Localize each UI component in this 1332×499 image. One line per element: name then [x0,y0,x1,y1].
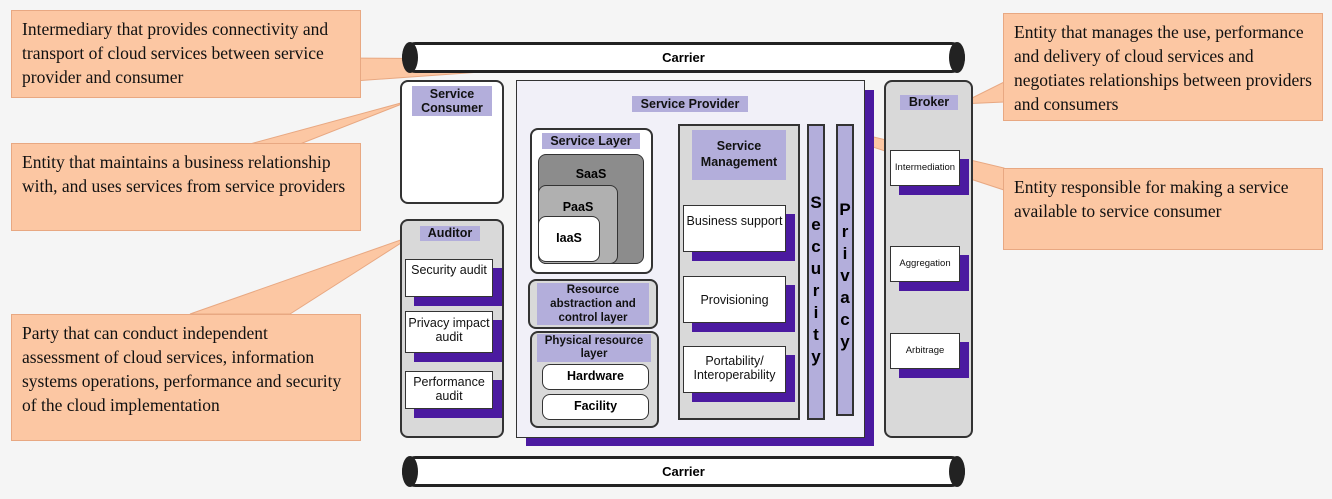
security-letter: r [812,281,820,300]
carrier-bottom: Carrier [402,456,965,487]
security-letter: y [811,347,821,366]
resource-abstraction-title: Resource abstraction and control layer [537,283,649,325]
carrier-callout: Intermediary that provides connectivity … [11,10,361,98]
carrier-bottom-left-cap [402,456,418,487]
security-bar: S e c u r i t y [807,124,825,420]
carrier-top-right-cap [949,42,965,73]
service-provider-title: Service Provider [632,96,748,112]
security-letter: S [810,193,822,212]
carrier-bottom-label: Carrier [662,464,705,479]
business-support-item: Business support [683,205,786,252]
consumer-connector [249,99,413,145]
privacy-letter: v [840,266,850,285]
performance-audit: Performance audit [405,371,493,409]
provisioning-item: Provisioning [683,276,786,323]
iaas-layer: IaaS [538,216,600,262]
portability-item: Portability/ Interoperability [683,346,786,393]
carrier-top: Carrier [402,42,965,73]
broker-title: Broker [900,95,958,110]
security-audit: Security audit [405,259,493,297]
security-letter: i [813,303,819,322]
privacy-letter: c [840,310,850,329]
carrier-bottom-right-cap [949,456,965,487]
auditor-title: Auditor [420,226,480,241]
provider-callout: Entity responsible for making a service … [1003,168,1323,250]
security-letter: t [813,325,819,344]
privacy-bar: P r i v a c y [836,124,854,416]
hardware-item: Hardware [542,364,649,390]
auditor-callout: Party that can conduct independent asses… [11,314,361,441]
privacy-impact-audit: Privacy impact audit [405,311,493,353]
privacy-letter: i [842,244,848,263]
privacy-letter: a [840,288,850,307]
arbitrage-item: Arbitrage [890,333,960,369]
privacy-letter: y [840,332,850,351]
physical-resource-title: Physical resource layer [537,334,651,362]
privacy-letter: r [841,222,849,241]
facility-item: Facility [542,394,649,420]
carrier-top-left-cap [402,42,418,73]
privacy-letter: P [839,200,851,219]
security-letter: e [811,215,821,234]
auditor-connector [189,235,413,315]
security-letter: c [811,237,821,256]
broker-callout: Entity that manages the use, performance… [1003,13,1323,121]
service-layer-title: Service Layer [542,133,640,149]
carrier-top-label: Carrier [662,50,705,65]
service-management-title: Service Management [692,130,786,180]
aggregation-item: Aggregation [890,246,960,282]
service-consumer-title: Service Consumer [412,86,492,116]
security-letter: u [810,259,822,278]
consumer-callout: Entity that maintains a business relatio… [11,143,361,231]
intermediation-item: Intermediation [890,150,960,186]
